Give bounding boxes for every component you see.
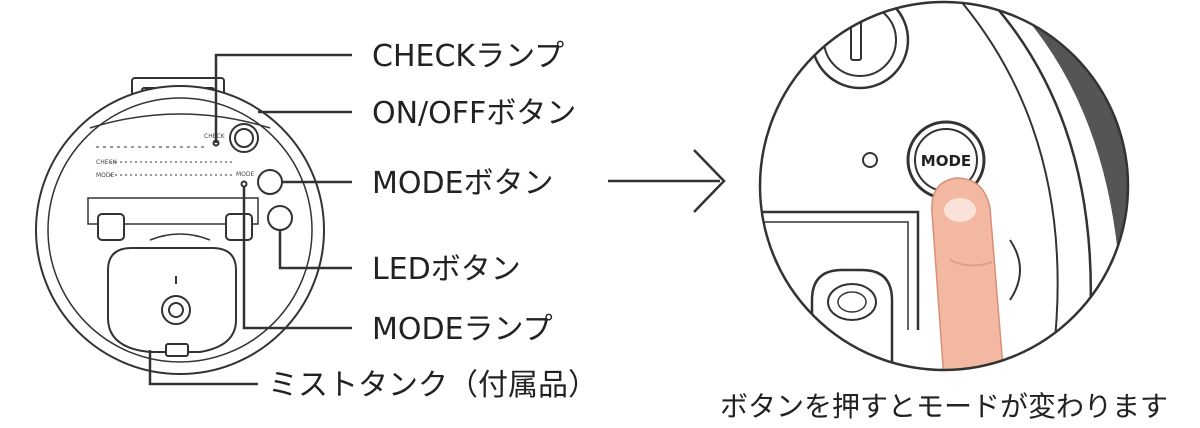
- mode-button-device: [257, 169, 283, 195]
- leader-check-lamp: [214, 53, 352, 143]
- device-panel-row2: MODE: [96, 172, 115, 179]
- device-panel-row1: CHECK: [96, 159, 118, 166]
- leader-led-button: [278, 230, 352, 270]
- device-body-inner: [47, 97, 313, 363]
- led-button-device: [267, 205, 293, 231]
- leader-mist-tank: [148, 350, 258, 386]
- mist-tank-device: [107, 247, 237, 353]
- label-onoff-button: ON/OFFボタン: [372, 96, 576, 131]
- label-mist-tank: ミストタンク（付属品）: [268, 368, 598, 403]
- zoom-caption: ボタンを押すとモードが変わります: [720, 390, 1168, 423]
- leader-lines: [148, 53, 352, 386]
- label-mode-button: MODEボタン: [372, 166, 554, 201]
- device-illustration: [35, 77, 325, 375]
- label-check-lamp: CHECKランプ: [372, 39, 564, 74]
- device-panel-mode: MODE: [236, 171, 255, 178]
- mode-lamp-device: [240, 180, 248, 188]
- label-led-button: LEDボタン: [372, 252, 521, 287]
- zoom-circle-border: [758, 0, 1130, 372]
- arrow-icon: [608, 149, 726, 213]
- leader-mode-lamp: [242, 187, 352, 330]
- zoom-mode-lamp: [862, 152, 878, 168]
- finger-illustration: [931, 177, 1005, 370]
- zoom-mode-button-label: MODE: [921, 152, 971, 170]
- label-mode-lamp: MODEランプ: [372, 312, 553, 347]
- zoom-view: MODE: [760, 2, 1128, 370]
